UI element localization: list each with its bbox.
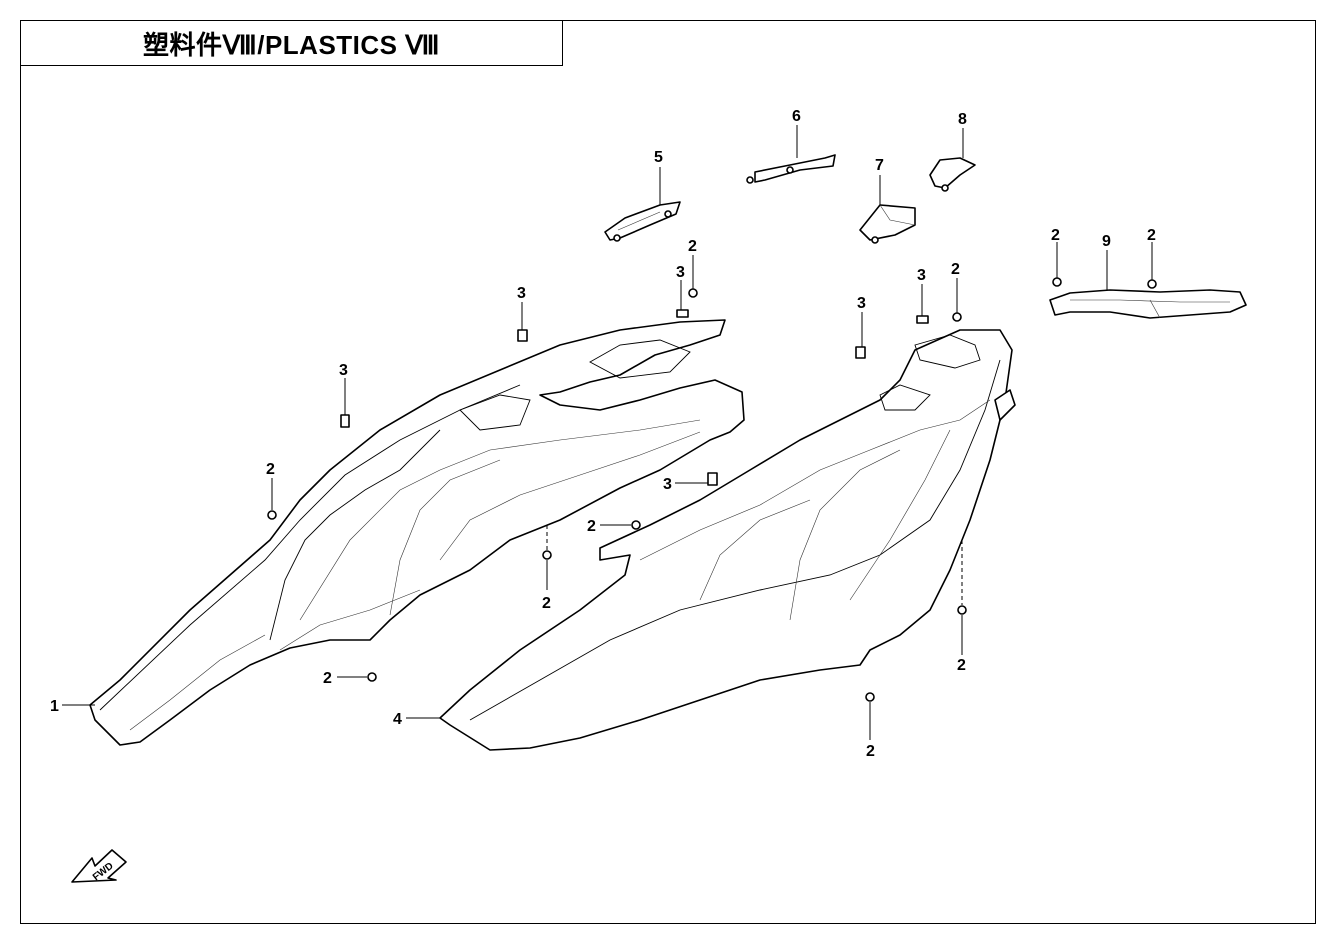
callout-3: 3 [676,264,685,281]
callout-3: 3 [857,295,866,312]
callout-6: 6 [792,108,801,125]
clip-nut-icon [340,414,350,428]
callout-2: 2 [587,518,596,535]
fasteners [267,277,1157,702]
callout-1: 1 [50,698,59,715]
callout-2: 2 [542,595,551,612]
screw-icon [1147,279,1157,289]
leader-lines [62,125,1153,740]
callout-2: 2 [866,743,875,760]
callout-2: 2 [1051,227,1060,244]
callout-2: 2 [266,461,275,478]
part-1-left-side-cover [89,319,745,746]
part-5-trim-piece [604,201,681,242]
screw-icon [367,672,377,682]
callout-3: 3 [917,267,926,284]
screw-icon [267,510,277,520]
callout-3: 3 [339,362,348,379]
drawing-frame [20,20,1316,924]
diagram-title: 塑料件Ⅷ/PLASTICS Ⅷ [20,20,563,66]
screw-icon [957,605,967,615]
part-7-cover-plate [859,204,916,244]
screw-icon [542,550,552,560]
callout-7: 7 [875,157,884,174]
forward-direction-arrow-icon: FWD [71,849,127,883]
screw-icon [688,288,698,298]
screw-icon [952,312,962,322]
callout-2: 2 [688,238,697,255]
clip-nut-icon [707,472,718,486]
screw-icon [1052,277,1062,287]
callout-2: 2 [951,261,960,278]
clip-nut-icon [517,329,528,342]
clip-nut-icon [916,315,929,324]
callout-labels: 1 4 5 6 7 8 9 2 2 2 2 2 2 2 2 2 2 3 3 3 … [50,108,1156,760]
screw-icon [865,692,875,702]
callout-9: 9 [1102,233,1111,250]
part-4-right-side-cover [439,329,1016,751]
callout-8: 8 [958,111,967,128]
callout-2: 2 [323,670,332,687]
part-6-trim-strip [746,154,836,184]
part-9-rear-trim [1049,289,1247,319]
screw-icon [631,520,641,530]
callout-5: 5 [654,149,663,166]
clip-nut-icon [676,309,689,318]
callout-3: 3 [517,285,526,302]
clip-nut-icon [855,346,866,359]
callout-2: 2 [957,657,966,674]
callout-3: 3 [663,476,672,493]
part-8-bracket [929,157,976,192]
callout-2: 2 [1147,227,1156,244]
callout-4: 4 [393,711,402,728]
